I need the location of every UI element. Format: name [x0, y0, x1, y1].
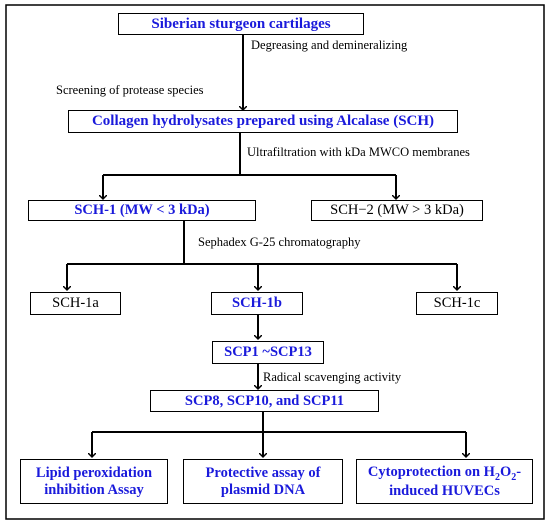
node-lipid-peroxidation-assay: Lipid peroxidation inhibition Assay	[20, 459, 168, 504]
node-siberian-sturgeon-cartilages: Siberian sturgeon cartilages	[118, 13, 364, 35]
step-radical-label: Radical scavenging activity	[263, 370, 402, 384]
node-scp-selected: SCP8, SCP10, and SCP11	[150, 390, 379, 412]
assay2-line2: plasmid DNA	[220, 481, 306, 498]
node-sch1c: SCH-1c	[416, 292, 498, 315]
outer-frame	[5, 4, 545, 520]
assay3-line1: Cytoprotection on H2O2-	[368, 464, 521, 483]
assay3-text-mid: O	[499, 463, 512, 480]
node-collagen-hydrolysates-sch: Collagen hydrolysates prepared using Alc…	[68, 110, 458, 133]
assay3-sub1: 2	[494, 471, 500, 483]
node-plasmid-dna-assay: Protective assay of plasmid DNA	[183, 459, 343, 504]
node-sch1b: SCH-1b	[211, 292, 303, 315]
node-scp-range: SCP1 ~SCP13	[212, 341, 324, 364]
step-sephadex-label: Sephadex G-25 chromatography	[198, 235, 361, 249]
assay1-line2: inhibition Assay	[44, 481, 144, 498]
node-sch2: SCH−2 (MW > 3 kDa)	[311, 200, 483, 221]
node-cytoprotection-huvecs: Cytoprotection on H2O2- induced HUVECs	[356, 459, 533, 504]
node-sch1: SCH-1 (MW < 3 kDa)	[28, 200, 256, 221]
step-screening-label: Screening of protease species	[56, 83, 204, 97]
assay3-text-a: Cytoprotection on H	[367, 463, 495, 480]
step-ultrafiltration-label: Ultrafiltration with kDa MWCO membranes	[247, 145, 470, 159]
assay3-text-b: -	[516, 463, 522, 480]
step-degreasing-label: Degreasing and demineralizing	[251, 38, 408, 52]
assay3-line2: induced HUVECs	[389, 482, 500, 499]
node-sch1a: SCH-1a	[30, 292, 121, 315]
assay2-line1: Protective assay of	[205, 465, 321, 482]
assay3-sub2: 2	[511, 471, 517, 483]
assay1-line1: Lipid peroxidation	[35, 465, 153, 482]
